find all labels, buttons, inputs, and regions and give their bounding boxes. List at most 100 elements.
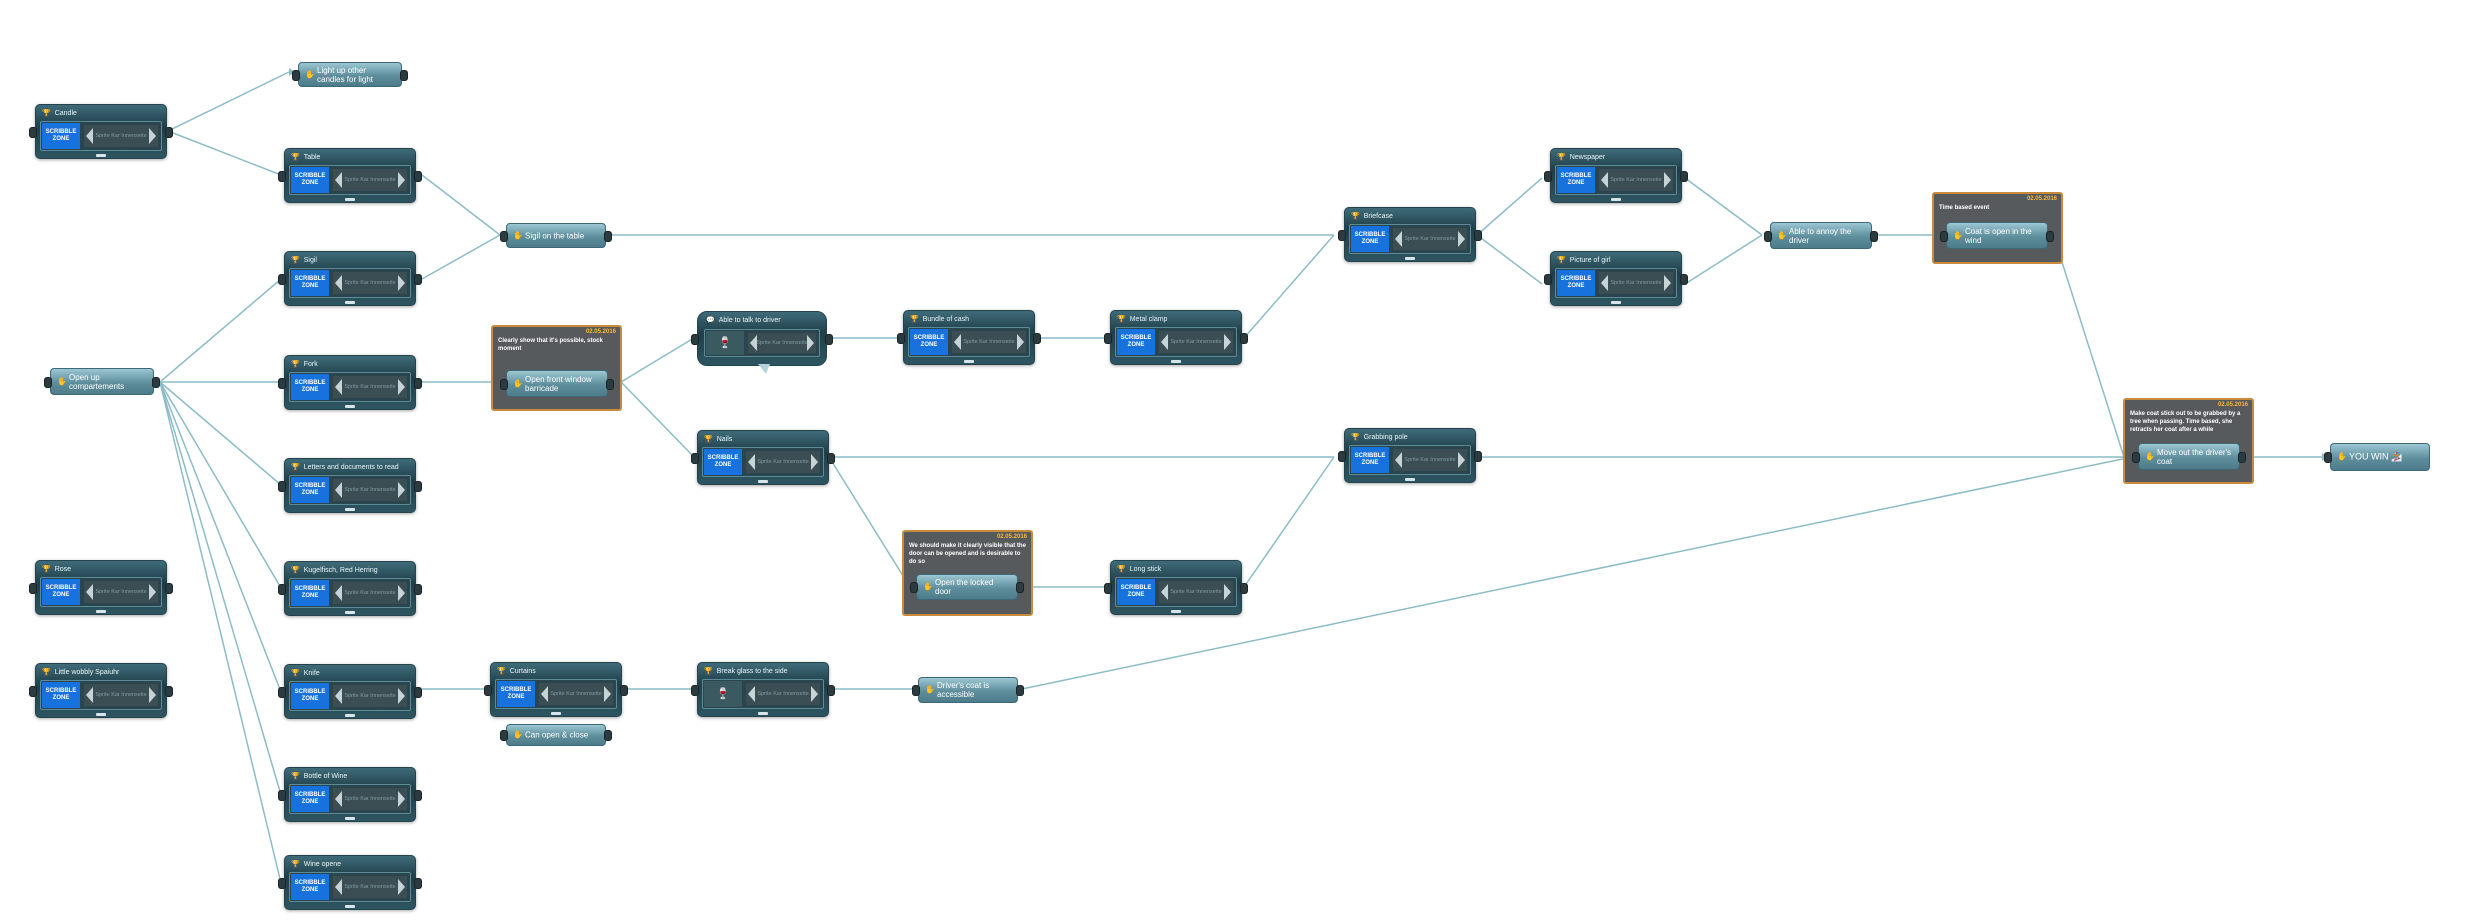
node-nails[interactable]: 🏆Nails SCRIBBLE ZONE Sprite Kar Innensei… [691, 430, 835, 485]
resize-handle[interactable] [1171, 610, 1181, 613]
node-curtains[interactable]: 🏆Curtains SCRIBBLE ZONE Sprite Kar Innen… [484, 662, 628, 717]
input-port[interactable] [912, 685, 920, 696]
sprite-picker[interactable]: Sprite Kar Innenseite [1599, 169, 1673, 191]
input-port[interactable] [1544, 170, 1552, 182]
input-port[interactable] [278, 583, 286, 595]
output-port[interactable] [1033, 332, 1041, 344]
scribble-zone[interactable]: SCRIBBLE ZONE [1351, 226, 1389, 252]
arrow-right-icon[interactable] [1458, 231, 1465, 247]
node-grabbing-pole[interactable]: 🏆Grabbing pole SCRIBBLE ZONE Sprite Kar … [1338, 428, 1482, 483]
scribble-zone[interactable]: SCRIBBLE ZONE [910, 329, 948, 355]
arrow-left-icon[interactable] [750, 335, 757, 351]
arrow-right-icon[interactable] [604, 686, 611, 702]
resize-handle[interactable] [758, 480, 768, 483]
input-port[interactable] [278, 686, 286, 698]
sprite-picker[interactable]: Sprite Kar Innenseite [1393, 449, 1467, 471]
output-port[interactable] [604, 230, 612, 242]
scribble-zone[interactable]: SCRIBBLE ZONE [291, 580, 329, 606]
arrow-right-icon[interactable] [1664, 172, 1671, 188]
node-break-glass[interactable]: 🏆Break glass to the side 🍷 Sprite Kar In… [691, 662, 835, 717]
input-port[interactable] [278, 480, 286, 492]
input-port[interactable] [910, 582, 918, 593]
sprite-picker[interactable]: Sprite Kar Innenseite [333, 788, 407, 810]
scribble-zone[interactable]: SCRIBBLE ZONE [291, 167, 329, 193]
sprite-picker[interactable]: Sprite Kar Innenseite [748, 333, 816, 353]
input-port[interactable] [500, 730, 508, 741]
arrow-left-icon[interactable] [1395, 452, 1402, 468]
output-port[interactable] [1680, 170, 1688, 182]
node-letters[interactable]: 🏆Letters and documents to read SCRIBBLE … [278, 458, 422, 513]
scribble-zone[interactable]: SCRIBBLE ZONE [42, 579, 80, 605]
sprite-picker[interactable]: Sprite Kar Innenseite [333, 376, 407, 398]
resize-handle[interactable] [345, 817, 355, 820]
input-port[interactable] [29, 582, 37, 594]
sprite-picker[interactable]: Sprite Kar Innenseite [84, 581, 158, 603]
scribble-zone[interactable]: SCRIBBLE ZONE [497, 681, 535, 707]
arrow-left-icon[interactable] [748, 686, 755, 702]
arrow-right-icon[interactable] [811, 686, 818, 702]
resize-handle[interactable] [1171, 360, 1181, 363]
note-coat[interactable]: 02.05.2016 Make coat stick out to be gra… [2123, 398, 2254, 484]
action-open-up[interactable]: ✋Open up compartements [44, 368, 160, 395]
arrow-right-icon[interactable] [398, 791, 405, 807]
resize-handle[interactable] [551, 712, 561, 715]
output-port[interactable] [825, 333, 833, 345]
action-annoy-driver[interactable]: ✋Able to annoy the driver [1764, 222, 1878, 249]
sprite-picker[interactable]: Sprite Kar Innenseite [1393, 228, 1467, 250]
arrow-left-icon[interactable] [335, 791, 342, 807]
node-bundle-of-cash[interactable]: 🏆Bundle of cash SCRIBBLE ZONE Sprite Kar… [897, 310, 1041, 365]
input-port[interactable] [484, 684, 492, 696]
output-port[interactable] [414, 789, 422, 801]
arrow-right-icon[interactable] [398, 172, 405, 188]
node-bottle-of-wine[interactable]: 🏆Bottle of Wine SCRIBBLE ZONE Sprite Kar… [278, 767, 422, 822]
action-light-candles[interactable]: ✋Light up other candles for light [292, 62, 408, 87]
action-open-locked-door[interactable]: ✋Open the locked door [910, 574, 1024, 600]
resize-handle[interactable] [345, 301, 355, 304]
action-can-open-close[interactable]: ✋Can open & close [500, 724, 612, 746]
input-port[interactable] [691, 684, 699, 696]
output-port[interactable] [1680, 273, 1688, 285]
arrow-left-icon[interactable] [1601, 275, 1608, 291]
node-kugelfisch[interactable]: 🏆Kugelfisch, Red Herring SCRIBBLE ZONE S… [278, 561, 422, 616]
arrow-right-icon[interactable] [1664, 275, 1671, 291]
input-port[interactable] [500, 230, 508, 242]
node-metal-clamp[interactable]: 🏆Metal clamp SCRIBBLE ZONE Sprite Kar In… [1104, 310, 1248, 365]
input-port[interactable] [1940, 230, 1948, 242]
note-window[interactable]: 02.05.2016 Clearly show that it's possib… [491, 325, 622, 411]
arrow-left-icon[interactable] [954, 334, 961, 350]
action-drivers-coat[interactable]: ✋Driver's coat is accessible [912, 677, 1024, 703]
arrow-left-icon[interactable] [335, 275, 342, 291]
output-port[interactable] [1474, 450, 1482, 462]
input-port[interactable] [691, 333, 699, 345]
input-port[interactable] [278, 789, 286, 801]
input-port[interactable] [29, 126, 37, 138]
output-port[interactable] [2238, 451, 2246, 463]
arrow-right-icon[interactable] [807, 335, 814, 351]
scribble-zone[interactable]: SCRIBBLE ZONE [1557, 270, 1595, 296]
resize-handle[interactable] [345, 198, 355, 201]
resize-handle[interactable] [96, 610, 106, 613]
output-port[interactable] [827, 452, 835, 464]
sprite-picker[interactable]: Sprite Kar Innenseite [84, 125, 158, 147]
node-table[interactable]: 🏆Table SCRIBBLE ZONE Sprite Kar Innensei… [278, 148, 422, 203]
action-you-win[interactable]: ✋YOU WIN 🏂 [2324, 443, 2430, 471]
arrow-left-icon[interactable] [335, 688, 342, 704]
sprite-picker[interactable]: Sprite Kar Innenseite [1599, 272, 1673, 294]
sprite-picker[interactable]: Sprite Kar Innenseite [746, 683, 820, 705]
scribble-zone[interactable]: SCRIBBLE ZONE [42, 682, 80, 708]
action-coat-open[interactable]: ✋Coat is open in the wind [1940, 222, 2054, 249]
scribble-zone[interactable]: SCRIBBLE ZONE [1351, 447, 1389, 473]
resize-handle[interactable] [345, 405, 355, 408]
node-fork[interactable]: 🏆Fork SCRIBBLE ZONE Sprite Kar Innenseit… [278, 355, 422, 410]
node-rose[interactable]: 🏆Rose SCRIBBLE ZONE Sprite Kar Innenseit… [29, 560, 173, 615]
input-port[interactable] [2132, 451, 2140, 463]
scribble-zone[interactable]: SCRIBBLE ZONE [42, 123, 80, 149]
output-port[interactable] [414, 877, 422, 889]
arrow-right-icon[interactable] [1224, 334, 1231, 350]
input-port[interactable] [500, 378, 508, 390]
arrow-left-icon[interactable] [86, 687, 93, 703]
input-port[interactable] [1104, 332, 1112, 344]
resize-handle[interactable] [758, 712, 768, 715]
arrow-left-icon[interactable] [1395, 231, 1402, 247]
sprite-picker[interactable]: Sprite Kar Innenseite [333, 876, 407, 898]
